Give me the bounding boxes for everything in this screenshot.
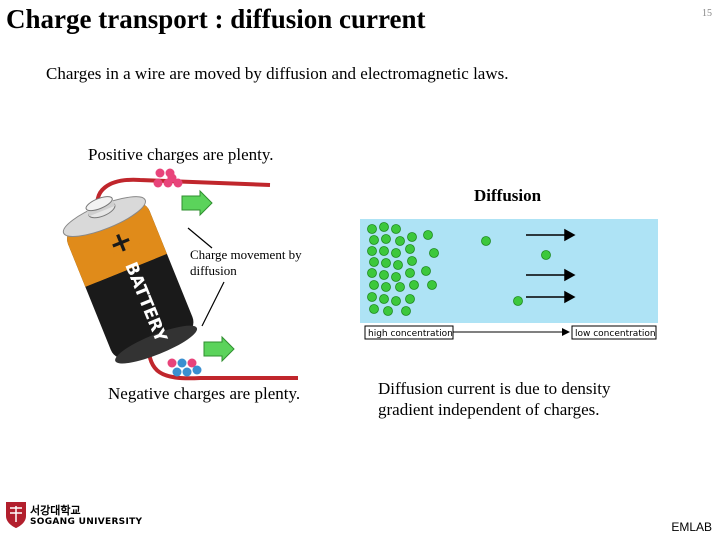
- low-concentration-box: [571, 325, 657, 340]
- footer-lab-name: EMLAB: [671, 520, 712, 534]
- negative-charges: [167, 358, 202, 377]
- diffusion-current-note: Diffusion current is due to density grad…: [378, 379, 611, 419]
- slide-subtitle: Charges in a wire are moved by diffusion…: [46, 64, 509, 83]
- slide-title: Charge transport : diffusion current: [6, 4, 426, 34]
- charge-movement-note: Charge movement by diffusion: [190, 247, 302, 278]
- gradient-arrow-head: [562, 328, 570, 336]
- top-diffusion-arrow: [181, 189, 213, 217]
- positive-charges: [153, 168, 183, 188]
- diffusion-particles: [367, 222, 551, 316]
- pointer-line-bottom: [201, 281, 225, 327]
- university-crest-icon: [6, 502, 26, 528]
- high-concentration-label: high concentration: [368, 329, 453, 339]
- positive-charges-note: Positive charges are plenty.: [88, 145, 274, 164]
- low-concentration-label: low concentration: [575, 329, 656, 339]
- university-english-name: SOGANG UNIVERSITY: [30, 517, 143, 527]
- diffusion-diagram: high concentration low concentration: [360, 219, 658, 340]
- battery: [62, 196, 198, 364]
- bottom-diffusion-arrow: [203, 335, 235, 363]
- page-number: 15: [702, 8, 712, 19]
- diffusion-label: Diffusion: [474, 186, 542, 205]
- flow-arrows: [526, 228, 576, 304]
- negative-charges-note: Negative charges are plenty.: [108, 384, 301, 403]
- university-korean-name: 서강대학교: [30, 504, 81, 517]
- pointer-line-top: [187, 227, 213, 249]
